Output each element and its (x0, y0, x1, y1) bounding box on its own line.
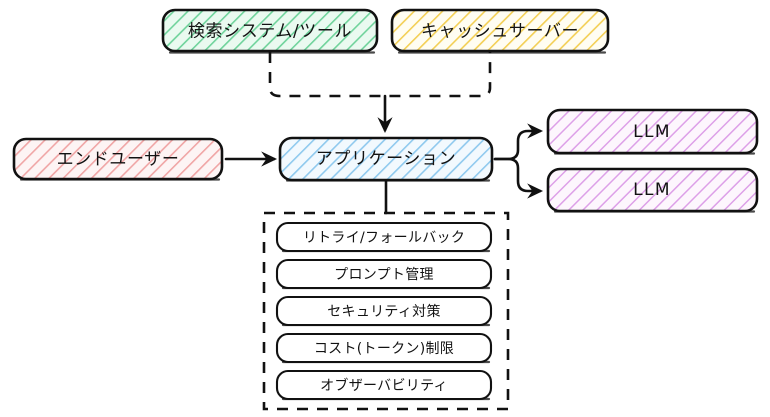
llm-top-outline (546, 108, 759, 155)
pill-4-outline (275, 332, 493, 364)
llm-top-label: LLM (633, 122, 671, 142)
brace-arrow-to-llm-bottom (493, 157, 544, 199)
connector-application-to-llms (493, 123, 544, 199)
end-user-fill (14, 139, 222, 179)
node-application[interactable]: アプリケーション (278, 136, 494, 182)
llm-bottom-label: LLM (633, 180, 671, 200)
node-cache-server[interactable]: キャッシュサーバー (390, 8, 610, 54)
node-llm-bottom[interactable]: LLM (546, 167, 759, 213)
pill-1-outline (275, 221, 493, 253)
concern-item-1-label: リトライ/フォールバック (303, 230, 465, 246)
search-tools-label: 検索システム/ツール (188, 22, 352, 42)
cache-server-fill (392, 10, 608, 51)
search-tools-outline (161, 8, 379, 53)
concern-item-security[interactable]: セキュリティ対策 (275, 295, 493, 327)
concerns-group: リトライ/フォールバック プロンプト管理 セキュリティ対策 コスト(トークン)制… (262, 211, 510, 411)
concern-item-prompt-management[interactable]: プロンプト管理 (275, 258, 493, 290)
end-user-outline (12, 137, 224, 181)
concern-item-4-label: コスト(トークン)制限 (314, 341, 454, 357)
end-user-label: エンドユーザー (57, 150, 180, 170)
concern-item-cost-limit[interactable]: コスト(トークン)制限 (275, 332, 493, 364)
cache-server-outline (390, 8, 610, 53)
concern-item-observability[interactable]: オブザーバビリティ (275, 369, 493, 401)
llm-top-fill (548, 110, 757, 153)
node-llm-top[interactable]: LLM (546, 108, 759, 155)
llm-bottom-fill (548, 169, 757, 211)
llm-bottom-outline (546, 167, 759, 213)
application-fill (280, 138, 492, 180)
node-end-user[interactable]: エンドユーザー (12, 137, 224, 181)
concern-item-retry-fallback[interactable]: リトライ/フォールバック (275, 221, 493, 253)
connector-sources-to-application (268, 52, 492, 134)
concerns-dashed-frame (262, 211, 510, 411)
cache-server-label: キャッシュサーバー (421, 22, 579, 42)
pill-3-outline (275, 295, 493, 327)
search-tools-fill (163, 10, 377, 51)
concern-item-2-label: プロンプト管理 (334, 267, 434, 283)
application-label: アプリケーション (316, 149, 456, 169)
dashed-bracket (268, 52, 492, 98)
brace-arrow-to-llm-top (493, 123, 544, 161)
node-search-tools[interactable]: 検索システム/ツール (161, 8, 379, 54)
concern-item-5-label: オブザーバビリティ (320, 377, 448, 394)
pill-5-outline (275, 369, 493, 401)
concern-item-3-label: セキュリティ対策 (327, 303, 441, 320)
pill-2-outline (275, 258, 493, 290)
